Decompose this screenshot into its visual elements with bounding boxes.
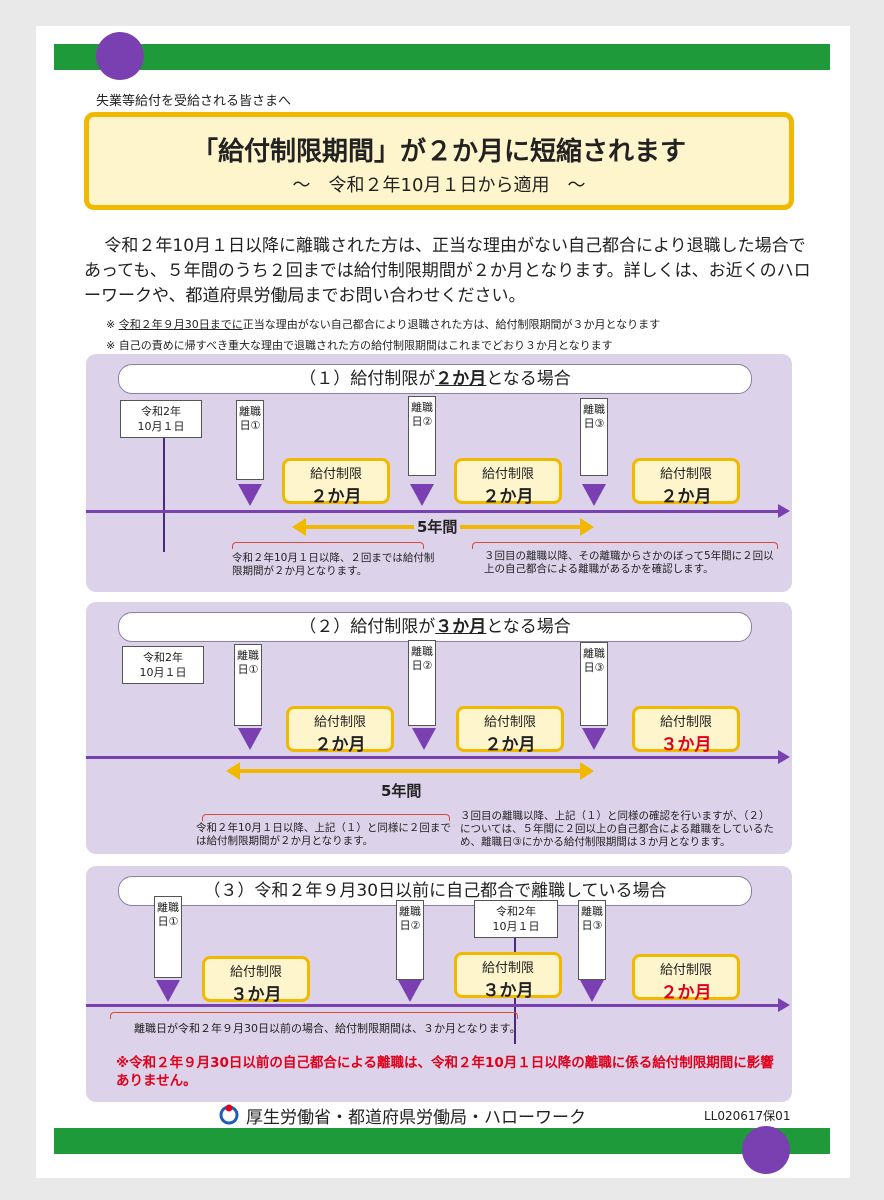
timeline-axis	[86, 510, 780, 513]
separation-marker-1	[238, 484, 262, 506]
title-box: 「給付制限期間」が２か月に短縮されます ～ 令和２年10月１日から適用 ～	[84, 112, 794, 210]
case2-right-note: ３回目の離職以降、上記（１）と同様の確認を行いますが、（２）については、５年間に…	[460, 810, 774, 848]
separation-marker-1	[238, 728, 262, 750]
five-year-left-arrow	[292, 518, 306, 536]
bottom-green-band	[54, 1128, 830, 1154]
case2-left-bracket	[202, 814, 450, 821]
separation-marker-2	[410, 484, 434, 506]
case3-bracket	[110, 1012, 518, 1019]
case2-heading: （２）給付制限が３か月となる場合	[118, 612, 752, 642]
timeline-axis	[86, 1004, 780, 1007]
separation-tag-1: 離職日①	[154, 896, 182, 978]
document-code: LL020617保01	[704, 1109, 791, 1123]
separation-marker-2	[398, 980, 422, 1002]
top-purple-circle	[96, 32, 144, 80]
separation-marker-3	[582, 484, 606, 506]
five-year-left-arrow	[226, 762, 240, 780]
case3-heading: （３）令和２年９月30日以前に自己都合で離職している場合	[118, 876, 752, 906]
top-green-band	[54, 44, 830, 70]
bottom-purple-circle	[742, 1126, 790, 1174]
separation-marker-1	[156, 980, 180, 1002]
case2-left-note: 令和２年10月１日以降、上記（１）と同様に２回までは給付制限期間が２か月となりま…	[196, 822, 451, 847]
note-1: ※ 令和２年９月30日までに正当な理由がない自己都合により退職された方は、給付制…	[106, 318, 661, 331]
intro-paragraph: 令和２年10月１日以降に離職された方は、正当な理由がない自己都合により退職した場…	[84, 236, 811, 306]
footer-organization: 厚生労働省・都道府県労働局・ハローワーク	[246, 1108, 586, 1128]
audience-label: 失業等給付を受給される皆さまへ	[96, 94, 292, 109]
separation-marker-3	[580, 980, 604, 1002]
case1-left-note: 令和２年10月１日以降、２回までは給付制限期間が２か月となります。	[232, 552, 435, 577]
separation-tag-1: 離職日①	[236, 400, 264, 480]
separation-tag-2: 離職日②	[408, 640, 436, 726]
note-2: ※ 自己の責めに帰すべき重大な理由で退職された方の給付制限期間はこれまでどおり３…	[106, 339, 613, 352]
case1-heading: （１）給付制限が２か月となる場合	[118, 364, 752, 394]
leaflet-page: 失業等給付を受給される皆さまへ 「給付制限期間」が２か月に短縮されます ～ 令和…	[36, 26, 850, 1178]
case1-right-note: ３回目の離職以降、その離職からさかのぼって5年間に２回以上の自己都合による離職が…	[484, 550, 774, 575]
five-year-label: 5年間	[414, 516, 461, 537]
timeline-arrowhead	[778, 998, 790, 1012]
five-year-right-arrow	[580, 518, 594, 536]
case1-right-bracket	[472, 542, 778, 549]
separation-marker-2	[412, 728, 436, 750]
start-date-line	[163, 438, 165, 552]
five-year-span	[238, 769, 580, 773]
separation-tag-3: 離職日③	[580, 398, 608, 476]
case3-red-note: ※令和２年９月30日以前の自己都合による離職は、令和２年10月１日以降の離職に係…	[116, 1055, 774, 1089]
mhlw-logo-icon	[219, 1104, 239, 1125]
page-subtitle: ～ 令和２年10月１日から適用 ～	[292, 175, 586, 196]
separation-tag-3: 離職日③	[580, 642, 608, 726]
separation-tag-3: 離職日③	[578, 900, 606, 980]
timeline-axis	[86, 756, 780, 759]
case3-note: 離職日が令和２年９月30日以前の場合、給付制限期間は、３か月となります。	[134, 1022, 521, 1035]
five-year-label: 5年間	[378, 780, 425, 801]
case1-left-bracket	[232, 542, 424, 549]
separation-tag-1: 離職日①	[234, 644, 262, 726]
five-year-right-arrow	[580, 762, 594, 780]
timeline-arrowhead	[778, 750, 790, 764]
page-title: 「給付制限期間」が２か月に短縮されます	[191, 137, 686, 167]
timeline-arrowhead	[778, 504, 790, 518]
separation-tag-2: 離職日②	[396, 900, 424, 980]
separation-tag-2: 離職日②	[408, 396, 436, 476]
separation-marker-3	[582, 728, 606, 750]
